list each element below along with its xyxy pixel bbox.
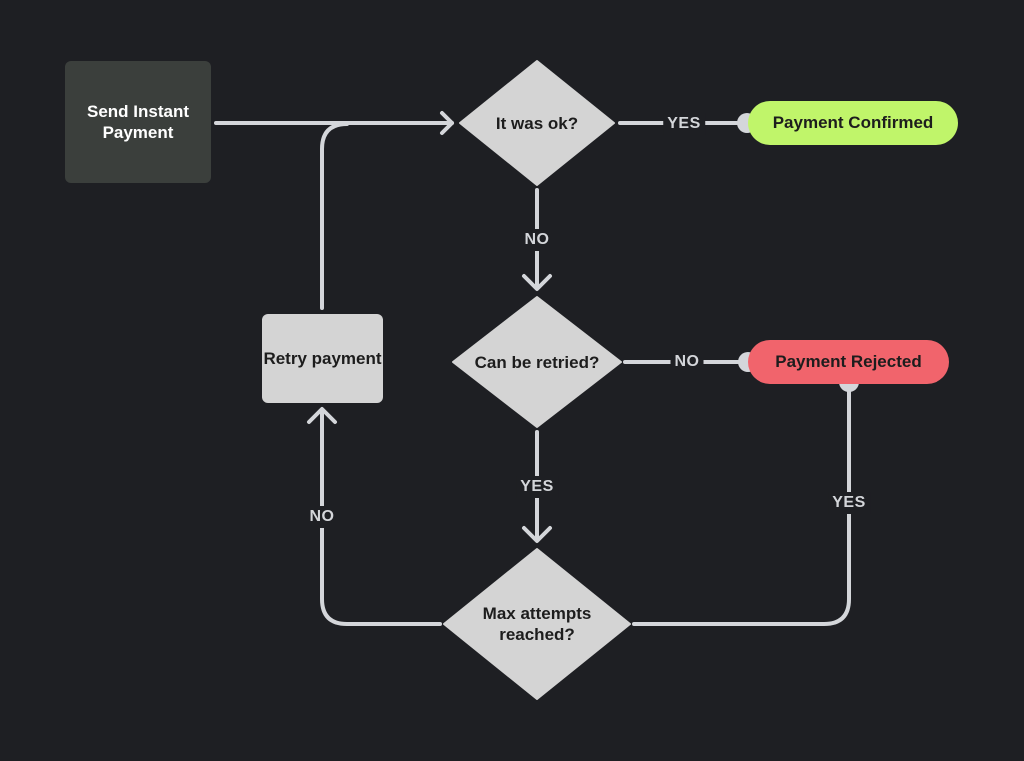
edge-label-retried-yes: YES	[516, 476, 558, 498]
arrowhead-ok-no	[522, 274, 552, 291]
payment-confirmed-label: Payment Confirmed	[772, 113, 934, 132]
decision-retried-label: Can be retried?	[474, 352, 600, 372]
edge-retry-to-ok	[320, 122, 349, 310]
start-node: Send Instant Payment	[65, 61, 211, 183]
payment-rejected-label: Payment Rejected	[775, 352, 922, 371]
retry-payment-node: Retry payment	[262, 314, 383, 403]
edge-label-ok-no: NO	[520, 229, 554, 251]
edge-label-max-yes: YES	[828, 492, 870, 514]
edge-label-retried-no: NO	[670, 351, 704, 373]
payment-rejected-node: Payment Rejected	[748, 340, 949, 384]
start-node-label: Send Instant Payment	[86, 102, 189, 142]
edge-label-max-no: NO	[305, 506, 339, 528]
decision-ok-label: It was ok?	[495, 113, 579, 133]
edge-max-no	[320, 410, 442, 626]
retry-node-label: Retry payment	[263, 349, 382, 368]
decision-ok-shape	[459, 60, 615, 186]
decision-retried-shape	[452, 296, 622, 428]
decision-max-label: Max attempts reached?	[482, 604, 592, 644]
payment-confirmed-node: Payment Confirmed	[748, 101, 958, 145]
arrowhead-start-to-ok	[440, 111, 454, 135]
arrowhead-retried-yes	[522, 526, 552, 543]
decision-max-shape	[443, 548, 631, 700]
edge-max-yes	[632, 382, 851, 626]
edge-label-ok-yes: YES	[663, 113, 705, 135]
arrowhead-max-no	[307, 407, 337, 424]
